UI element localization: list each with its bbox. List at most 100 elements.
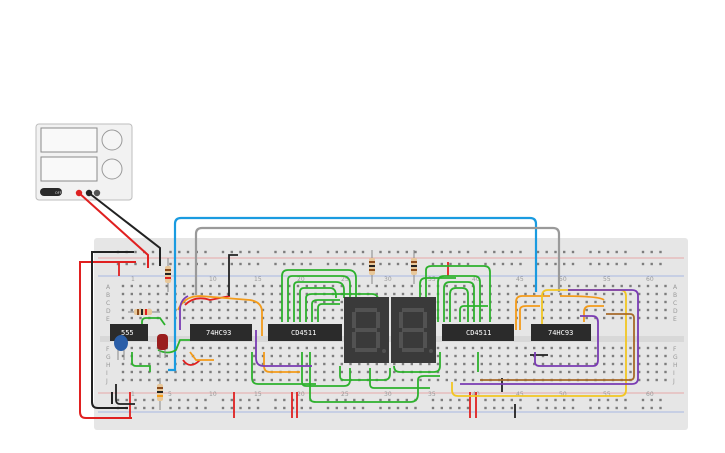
resistor-bottom[interactable]	[157, 378, 163, 410]
breadboard-hole[interactable]	[130, 292, 133, 296]
breadboard-hole[interactable]	[288, 284, 291, 288]
wire-red-psu[interactable]	[78, 192, 149, 419]
breadboard-hole[interactable]	[396, 398, 400, 402]
breadboard-hole[interactable]	[606, 406, 610, 410]
breadboard-hole[interactable]	[218, 308, 221, 312]
breadboard-hole[interactable]	[524, 308, 527, 312]
breadboard-hole[interactable]	[261, 378, 265, 382]
breadboard-hole[interactable]	[221, 250, 225, 254]
breadboard-hole[interactable]	[244, 300, 247, 304]
breadboard-hole[interactable]	[454, 362, 457, 366]
breadboard-hole[interactable]	[629, 308, 632, 312]
breadboard-hole[interactable]	[541, 370, 545, 374]
breadboard-hole[interactable]	[603, 300, 606, 304]
breadboard-hole[interactable]	[445, 362, 448, 366]
breadboard-hole[interactable]	[388, 250, 391, 254]
breadboard-hole[interactable]	[603, 316, 606, 320]
breadboard-hole[interactable]	[493, 262, 496, 266]
breadboard-hole[interactable]	[471, 354, 475, 358]
breadboard-hole[interactable]	[515, 354, 518, 358]
breadboard-hole[interactable]	[274, 250, 277, 254]
breadboard-hole[interactable]	[274, 398, 277, 402]
breadboard-hole[interactable]	[454, 316, 457, 320]
breadboard-hole[interactable]	[174, 370, 177, 374]
breadboard-hole[interactable]	[121, 284, 125, 288]
breadboard-hole[interactable]	[288, 354, 291, 358]
breadboard-hole[interactable]	[239, 406, 242, 410]
breadboard-hole[interactable]	[261, 316, 265, 320]
breadboard-hole[interactable]	[165, 308, 168, 312]
breadboard-hole[interactable]	[638, 378, 641, 382]
breadboard-hole[interactable]	[489, 354, 492, 358]
breadboard-hole[interactable]	[554, 398, 557, 402]
breadboard-hole[interactable]	[576, 346, 580, 350]
breadboard-hole[interactable]	[550, 346, 553, 350]
breadboard-hole[interactable]	[305, 284, 308, 288]
breadboard-hole[interactable]	[169, 262, 172, 266]
breadboard-hole[interactable]	[305, 354, 308, 358]
breadboard-hole[interactable]	[606, 262, 610, 266]
breadboard-hole[interactable]	[183, 346, 186, 350]
breadboard-hole[interactable]	[533, 316, 536, 320]
breadboard-hole[interactable]	[401, 362, 405, 366]
breadboard-hole[interactable]	[524, 316, 527, 320]
breadboard-hole[interactable]	[270, 354, 273, 358]
breadboard-hole[interactable]	[300, 250, 303, 254]
breadboard-hole[interactable]	[445, 300, 448, 304]
breadboard-hole[interactable]	[585, 292, 588, 296]
breadboard-hole[interactable]	[585, 354, 588, 358]
breadboard-hole[interactable]	[279, 378, 282, 382]
breadboard-hole[interactable]	[664, 370, 667, 374]
breadboard-hole[interactable]	[340, 346, 343, 350]
breadboard-hole[interactable]	[541, 354, 545, 358]
breadboard-hole[interactable]	[326, 262, 330, 266]
breadboard-hole[interactable]	[296, 362, 300, 366]
breadboard-hole[interactable]	[331, 300, 335, 304]
breadboard-hole[interactable]	[641, 262, 645, 266]
breadboard-hole[interactable]	[130, 346, 133, 350]
seven-segment-display-tens[interactable]	[344, 297, 389, 363]
breadboard-hole[interactable]	[296, 378, 300, 382]
breadboard-hole[interactable]	[541, 308, 545, 312]
breadboard-hole[interactable]	[261, 308, 265, 312]
wire-black-psu[interactable]	[88, 192, 161, 409]
breadboard-hole[interactable]	[323, 300, 326, 304]
breadboard-hole[interactable]	[191, 346, 195, 350]
breadboard-hole[interactable]	[603, 292, 606, 296]
breadboard-hole[interactable]	[463, 308, 466, 312]
breadboard-hole[interactable]	[375, 292, 378, 296]
breadboard-hole[interactable]	[585, 362, 588, 366]
breadboard-hole[interactable]	[603, 346, 606, 350]
breadboard-hole[interactable]	[270, 362, 273, 366]
breadboard-hole[interactable]	[646, 284, 650, 288]
breadboard-hole[interactable]	[253, 316, 256, 320]
breadboard-hole[interactable]	[655, 292, 658, 296]
breadboard-hole[interactable]	[270, 316, 273, 320]
breadboard-hole[interactable]	[449, 250, 452, 254]
breadboard-hole[interactable]	[620, 308, 623, 312]
breadboard-hole[interactable]	[510, 262, 513, 266]
breadboard-hole[interactable]	[594, 354, 597, 358]
breadboard-hole[interactable]	[638, 370, 641, 374]
breadboard-hole[interactable]	[239, 398, 242, 402]
breadboard-hole[interactable]	[375, 370, 378, 374]
breadboard-hole[interactable]	[300, 406, 303, 410]
breadboard-hole[interactable]	[506, 300, 510, 304]
breadboard-hole[interactable]	[396, 262, 400, 266]
breadboard-hole[interactable]	[361, 250, 365, 254]
breadboard-hole[interactable]	[151, 250, 155, 254]
breadboard-hole[interactable]	[366, 284, 370, 288]
breadboard-hole[interactable]	[638, 300, 641, 304]
breadboard-hole[interactable]	[183, 378, 186, 382]
breadboard-hole[interactable]	[331, 362, 335, 366]
breadboard-hole[interactable]	[143, 262, 146, 266]
breadboard-hole[interactable]	[629, 354, 632, 358]
breadboard-hole[interactable]	[130, 284, 133, 288]
breadboard-hole[interactable]	[235, 378, 238, 382]
breadboard-hole[interactable]	[121, 370, 125, 374]
breadboard-hole[interactable]	[454, 378, 457, 382]
breadboard-hole[interactable]	[358, 370, 361, 374]
breadboard-hole[interactable]	[296, 346, 300, 350]
breadboard-hole[interactable]	[134, 262, 137, 266]
breadboard-hole[interactable]	[165, 354, 168, 358]
